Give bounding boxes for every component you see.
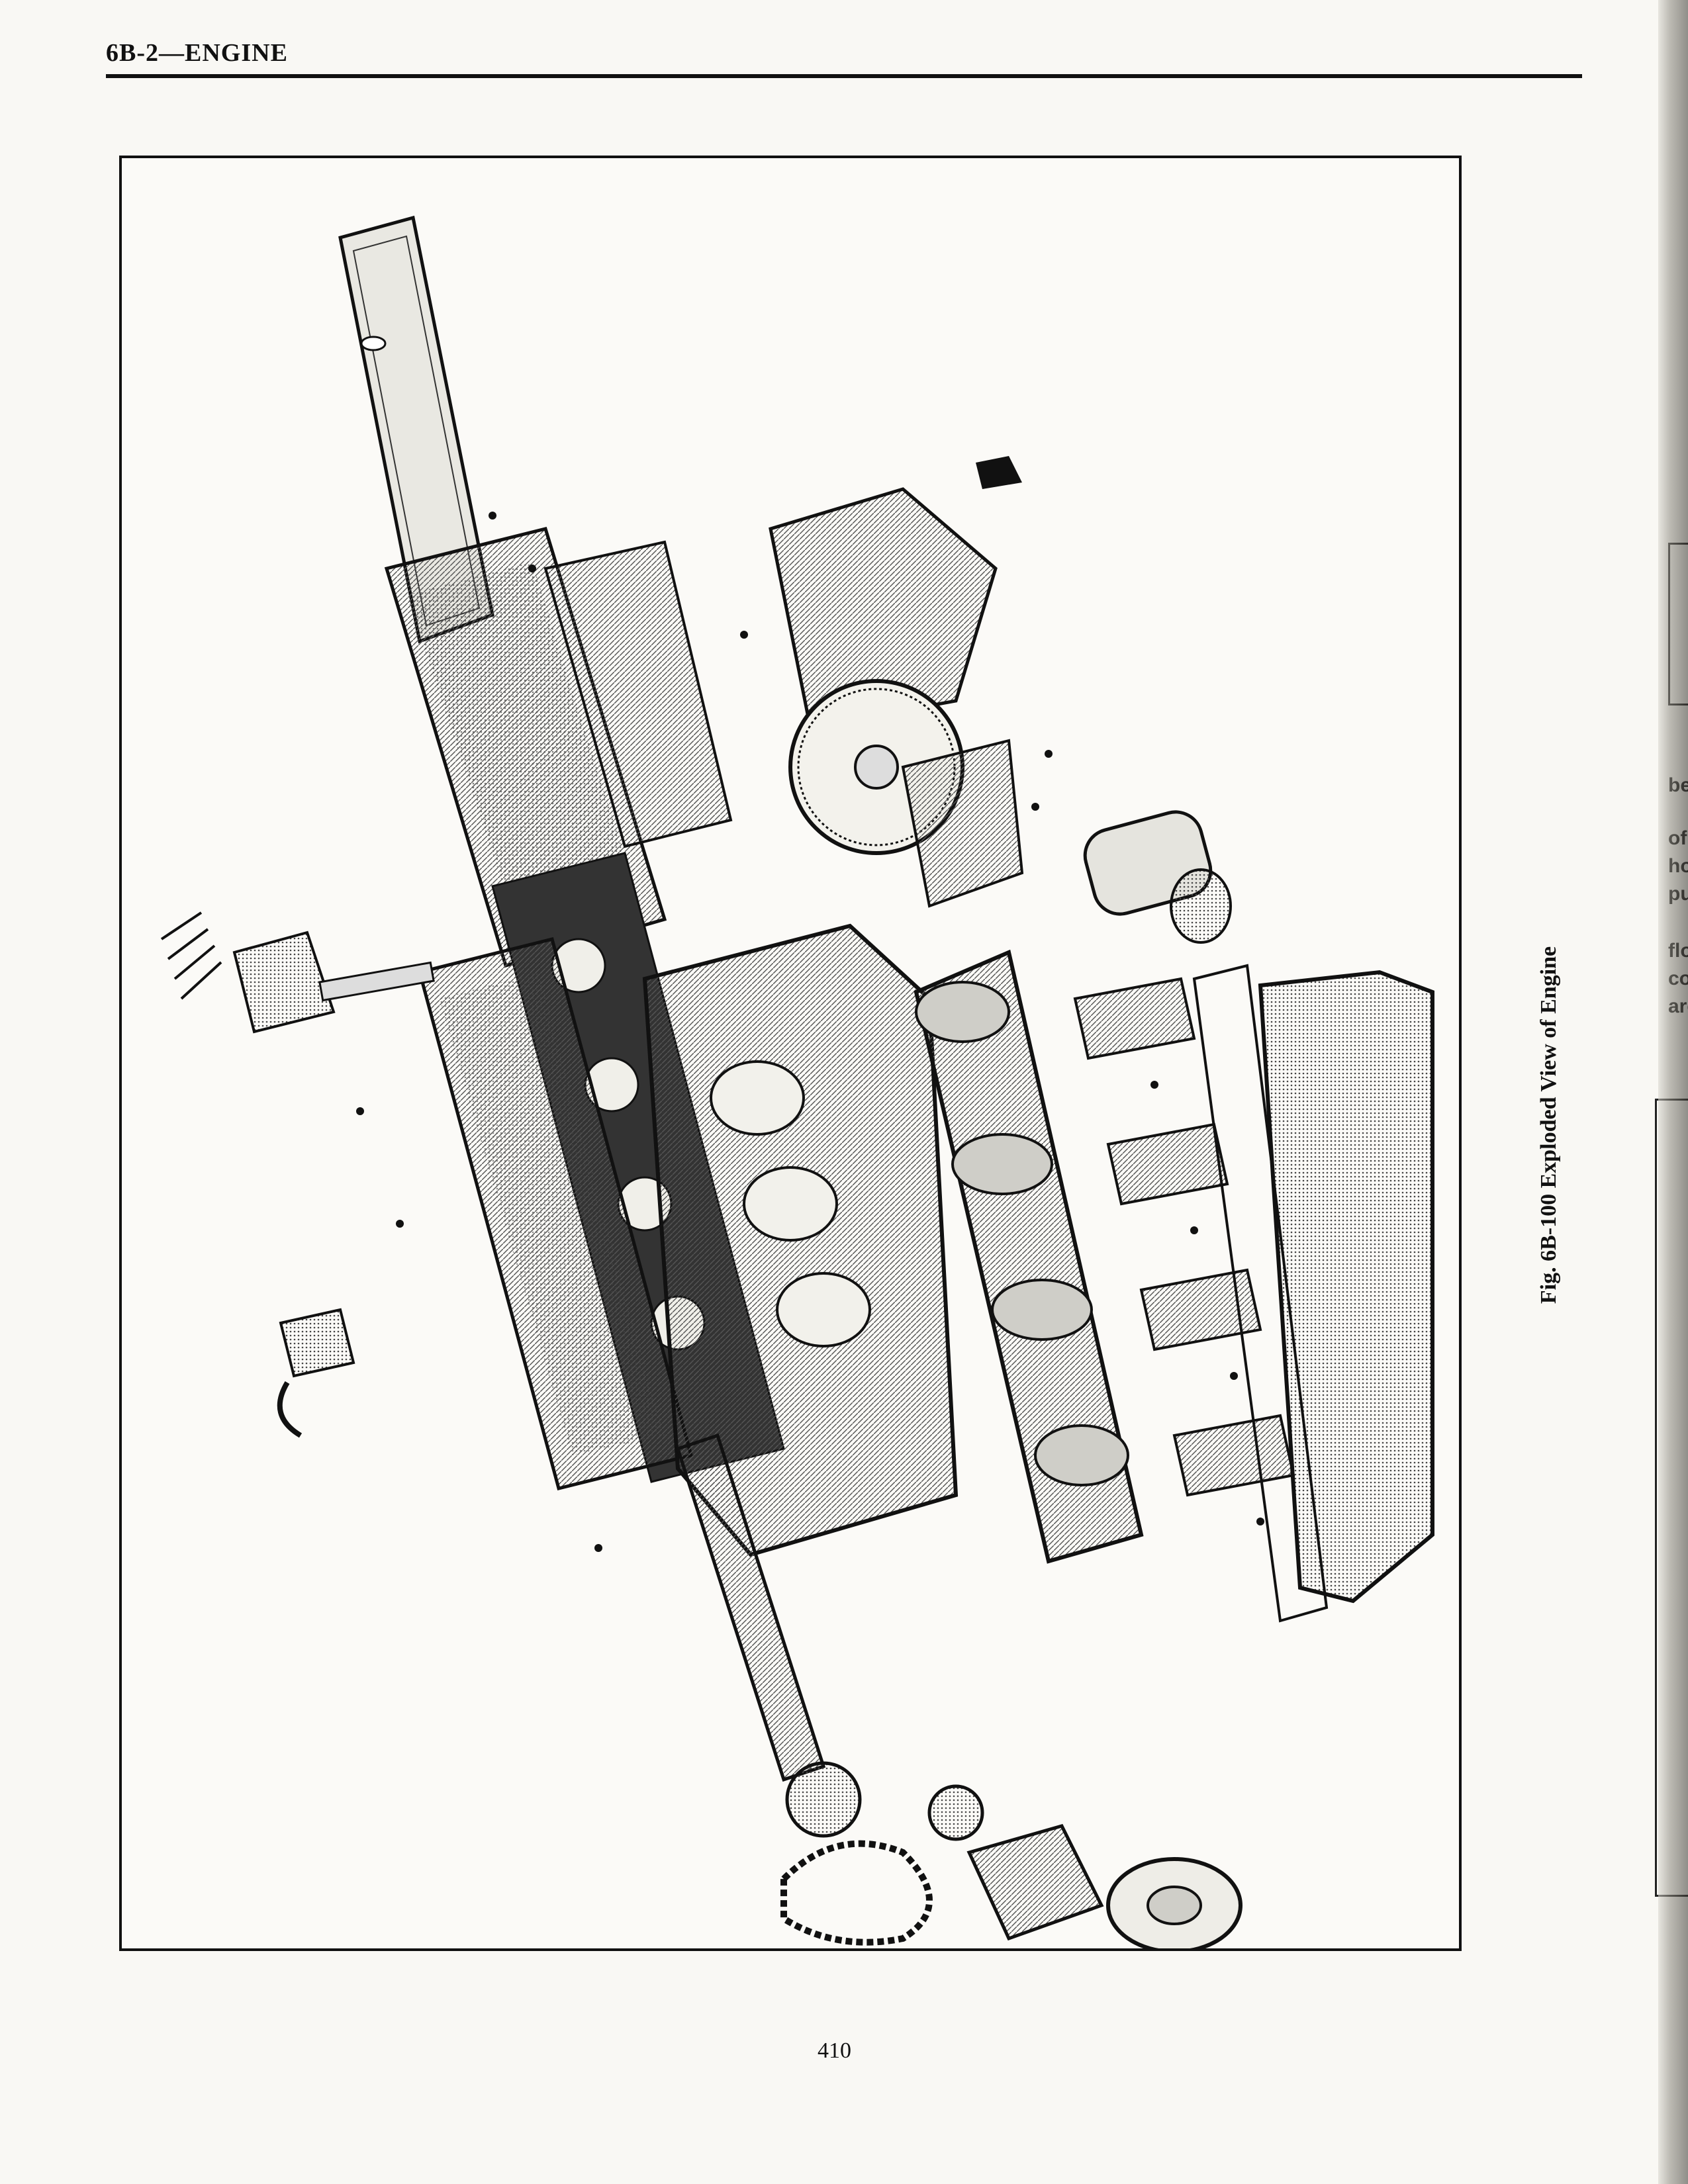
fasteners: [356, 512, 1264, 1552]
main-bearing-caps: [1073, 977, 1295, 1497]
corner-mark: [976, 456, 1022, 489]
oil-pan-gasket: [1192, 964, 1329, 1623]
starter-motor: [1083, 810, 1232, 944]
crankshaft: [914, 949, 1144, 1564]
running-header: 6B-2—ENGINE: [106, 39, 288, 67]
bellhousing: [769, 487, 998, 729]
intake-manifold: [543, 540, 733, 848]
header-rule: [106, 74, 1582, 78]
flywheel-cover: [901, 739, 1024, 908]
crankshaft-pulley: [1106, 1857, 1243, 1948]
oil-pan: [1258, 970, 1434, 1604]
spark-plug-wires: [160, 911, 222, 1000]
exploded-view-figure: [119, 156, 1462, 1951]
cylinder-head-upper: [384, 526, 667, 968]
engine-exploded-illustration: [160, 215, 1434, 1948]
water-pump: [966, 1824, 1104, 1941]
page-number: 410: [818, 2038, 851, 2063]
timing-gears: [785, 1761, 984, 1841]
figure-caption: Fig. 6B-100 Exploded View of Engine: [1536, 946, 1561, 1304]
distributor: [232, 931, 435, 1034]
engine-block: [642, 923, 959, 1557]
thermostat-housing: [277, 1308, 355, 1438]
timing-chain: [780, 1840, 933, 1946]
binding-shadow: [1658, 0, 1688, 2184]
